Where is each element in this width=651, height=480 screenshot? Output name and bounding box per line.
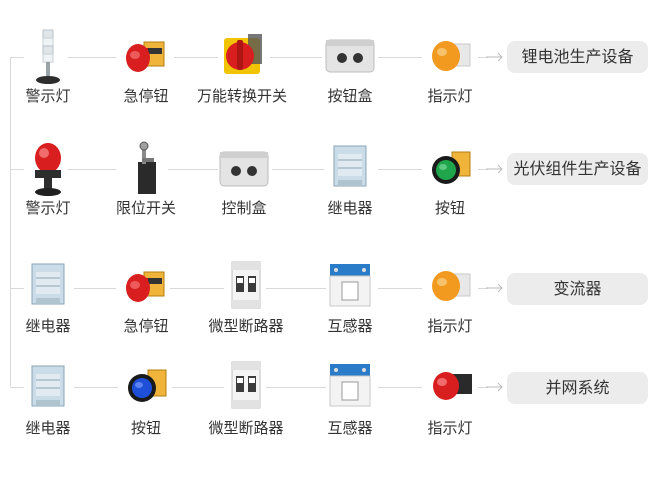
item-relay: 继电器 xyxy=(298,140,402,218)
item-label: 继电器 xyxy=(25,317,71,335)
connector-line xyxy=(478,57,488,58)
item-label: 互感器 xyxy=(327,419,373,437)
button-box-icon xyxy=(322,28,378,84)
branch-line xyxy=(10,57,24,58)
connector-line xyxy=(478,169,488,170)
circuit-breaker-icon xyxy=(218,360,274,416)
trunk-line xyxy=(10,58,11,386)
item-label: 指示灯 xyxy=(427,419,473,437)
item-label: 互感器 xyxy=(327,317,373,335)
item-relay: 继电器 xyxy=(0,360,100,438)
stack-light-icon xyxy=(20,28,76,84)
rotary-switch-icon xyxy=(214,28,270,84)
item-label: 按钮 xyxy=(130,419,161,437)
item-stack-light: 警示灯 xyxy=(0,28,100,106)
arrow-icon xyxy=(486,52,504,62)
item-emergency-stop: 急停钮 xyxy=(94,258,198,336)
item-label: 继电器 xyxy=(327,199,373,217)
connector-line xyxy=(378,169,422,170)
arrow-icon xyxy=(486,164,504,174)
application-target-pill: 变流器 xyxy=(507,273,648,305)
connector-line xyxy=(378,288,422,289)
connector-line xyxy=(168,169,218,170)
warning-beacon-icon xyxy=(20,140,76,196)
item-label: 警示灯 xyxy=(25,199,71,217)
relay-icon xyxy=(20,258,76,314)
item-label: 控制盒 xyxy=(221,199,267,217)
item-label: 万能转换开关 xyxy=(196,87,287,105)
item-label: 急停钮 xyxy=(123,317,169,335)
branch-line xyxy=(10,288,24,289)
application-target-pill: 锂电池生产设备 xyxy=(507,41,648,73)
item-label: 限位开关 xyxy=(115,199,176,217)
connector-line xyxy=(270,57,322,58)
connector-line xyxy=(68,57,116,58)
item-relay: 继电器 xyxy=(0,258,100,336)
branch-line xyxy=(10,387,24,388)
connector-line xyxy=(478,387,488,388)
limit-switch-icon xyxy=(118,140,174,196)
application-target-pill: 并网系统 xyxy=(507,372,648,404)
item-push-button: 按钮 xyxy=(94,360,198,438)
item-button-box: 按钮盒 xyxy=(298,28,402,106)
relay-icon xyxy=(20,360,76,416)
item-rotary-switch: 万能转换开关 xyxy=(190,28,294,106)
item-limit-switch: 限位开关 xyxy=(94,140,198,218)
row-grid-connection: 继电器 按钮 xyxy=(0,360,651,470)
branch-line xyxy=(10,169,24,170)
item-warning-beacon: 警示灯 xyxy=(0,140,100,218)
circuit-breaker-icon xyxy=(218,258,274,314)
arrow-icon xyxy=(486,283,504,293)
item-label: 继电器 xyxy=(25,419,71,437)
connector-line xyxy=(378,387,422,388)
item-label: 按钮 xyxy=(434,199,465,217)
item-label: 微型断路器 xyxy=(208,317,284,335)
item-emergency-stop: 急停钮 xyxy=(94,28,198,106)
arrow-icon xyxy=(486,382,504,392)
item-push-button: 按钮 xyxy=(398,140,502,218)
item-label: 警示灯 xyxy=(25,87,71,105)
connector-line xyxy=(478,288,488,289)
item-circuit-breaker: 微型断路器 xyxy=(194,360,298,438)
connector-line xyxy=(74,288,116,289)
row-converter: 继电器 急停钮 xyxy=(0,258,651,368)
item-current-transformer: 互感器 xyxy=(298,360,402,438)
push-button-icon xyxy=(422,140,478,196)
push-button-icon xyxy=(118,360,174,416)
emergency-stop-icon xyxy=(118,28,174,84)
connector-line xyxy=(172,387,224,388)
connector-line xyxy=(170,288,224,289)
item-indicator-light: 指示灯 xyxy=(398,360,502,438)
current-transformer-icon xyxy=(322,360,378,416)
item-current-transformer: 互感器 xyxy=(298,258,402,336)
connector-line xyxy=(74,387,118,388)
connector-line xyxy=(378,57,422,58)
item-circuit-breaker: 微型断路器 xyxy=(194,258,298,336)
row-photovoltaic: 警示灯 限位开关 xyxy=(0,140,651,250)
item-label: 微型断路器 xyxy=(208,419,284,437)
indicator-light-icon xyxy=(422,28,478,84)
indicator-light-icon xyxy=(422,360,478,416)
emergency-stop-icon xyxy=(118,258,174,314)
connector-line xyxy=(266,387,326,388)
item-label: 指示灯 xyxy=(427,87,473,105)
indicator-light-icon xyxy=(422,258,478,314)
connector-line xyxy=(68,169,116,170)
connector-line xyxy=(272,169,324,170)
item-indicator-light: 指示灯 xyxy=(398,28,502,106)
connector-line xyxy=(174,57,218,58)
item-label: 急停钮 xyxy=(123,87,169,105)
current-transformer-icon xyxy=(322,258,378,314)
relay-icon xyxy=(322,140,378,196)
item-control-box: 控制盒 xyxy=(192,140,296,218)
application-target-pill: 光伏组件生产设备 xyxy=(507,153,648,185)
item-indicator-light: 指示灯 xyxy=(398,258,502,336)
connector-line xyxy=(266,288,326,289)
row-lithium: 警示灯 急停钮 xyxy=(0,28,651,138)
control-box-icon xyxy=(216,140,272,196)
item-label: 指示灯 xyxy=(427,317,473,335)
item-label: 按钮盒 xyxy=(327,87,373,105)
